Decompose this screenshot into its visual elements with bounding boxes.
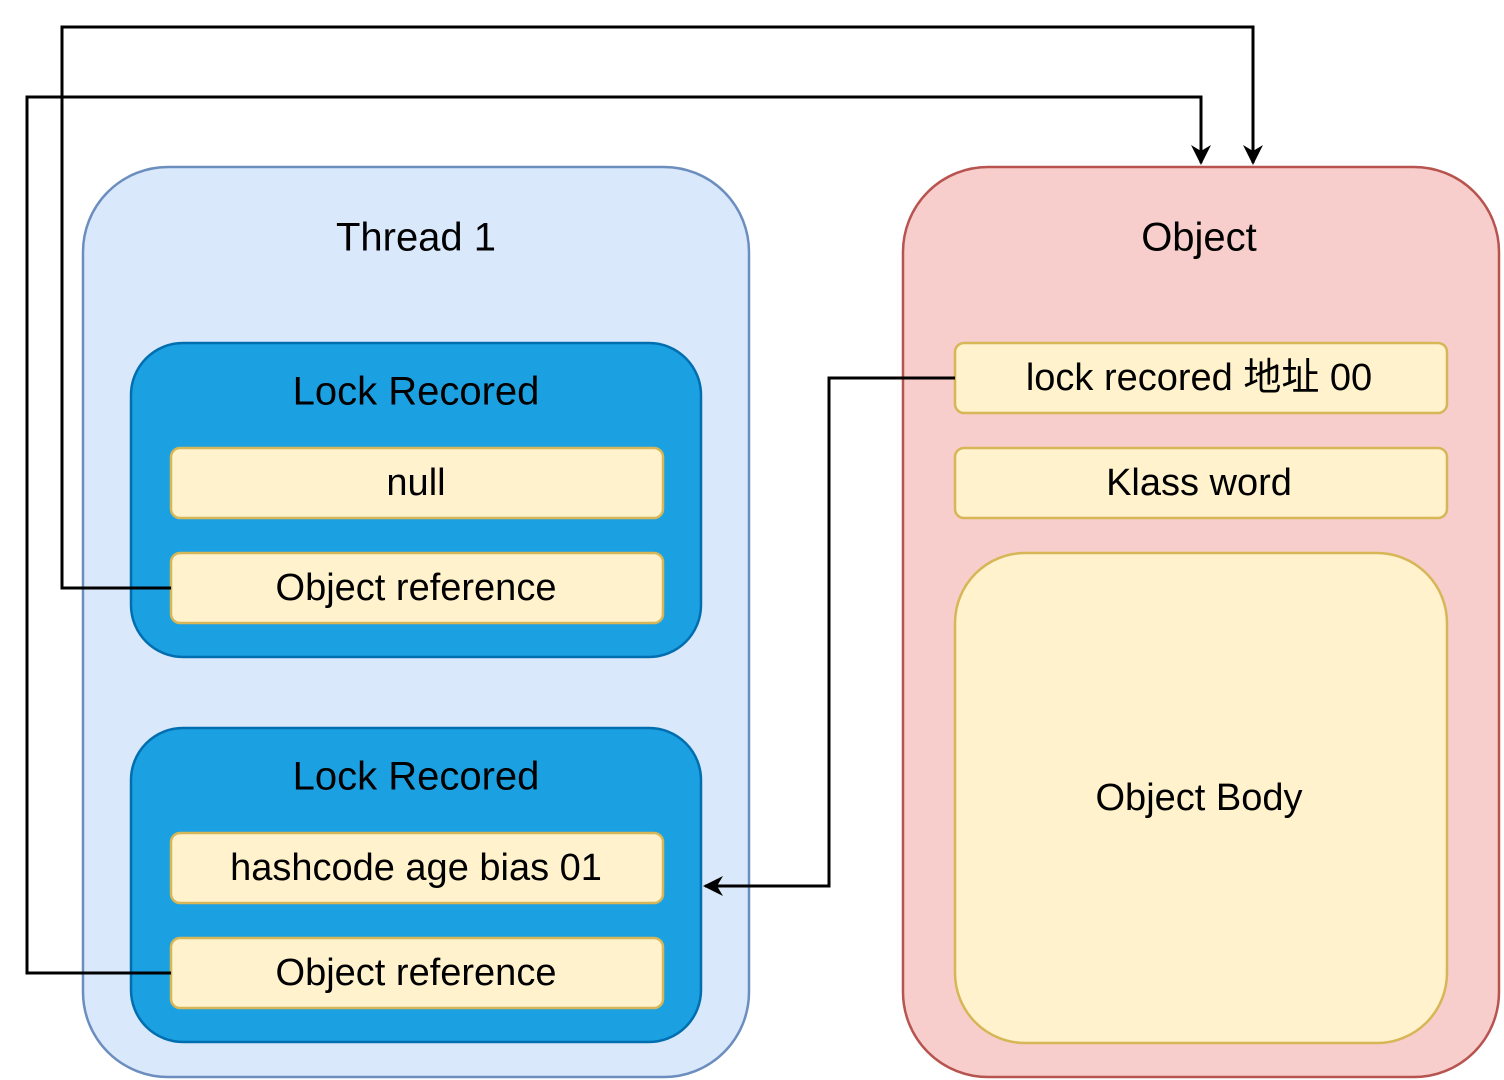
lock-record-2-field-2: Object reference bbox=[276, 952, 557, 994]
lock-record-1-field-1-box bbox=[169, 446, 665, 520]
mark-word: lock recored 地址 00 bbox=[1026, 357, 1372, 399]
connector-record1-to-object bbox=[60, 25, 1263, 590]
object-container: Object lock recored 地址 00 Klass word Obj… bbox=[901, 165, 1501, 1079]
lock-record-1-field-1: null bbox=[386, 462, 445, 504]
lock-record-1: Lock Recored null Object reference bbox=[129, 341, 703, 659]
lock-record-1-title: Lock Recored bbox=[293, 370, 540, 414]
lock-record-2-title: Lock Recored bbox=[293, 755, 540, 799]
object-body: Object Body bbox=[1096, 777, 1303, 819]
lock-record-2: Lock Recored hashcode age bias 01 Object… bbox=[129, 726, 703, 1044]
lock-record-2-field-1: hashcode age bias 01 bbox=[230, 847, 602, 889]
connector-record2-to-object bbox=[25, 95, 1211, 975]
connector-markword-to-record2 bbox=[703, 376, 955, 896]
klass-word: Klass word bbox=[1106, 462, 1292, 504]
klass-word-box bbox=[953, 446, 1449, 520]
thread-title: Thread 1 bbox=[336, 216, 496, 260]
object-title: Object bbox=[1141, 216, 1257, 260]
object-body-box bbox=[953, 551, 1449, 1045]
lock-record-1-field-2: Object reference bbox=[276, 567, 557, 609]
lock-record-2-field-1-box bbox=[169, 831, 665, 905]
